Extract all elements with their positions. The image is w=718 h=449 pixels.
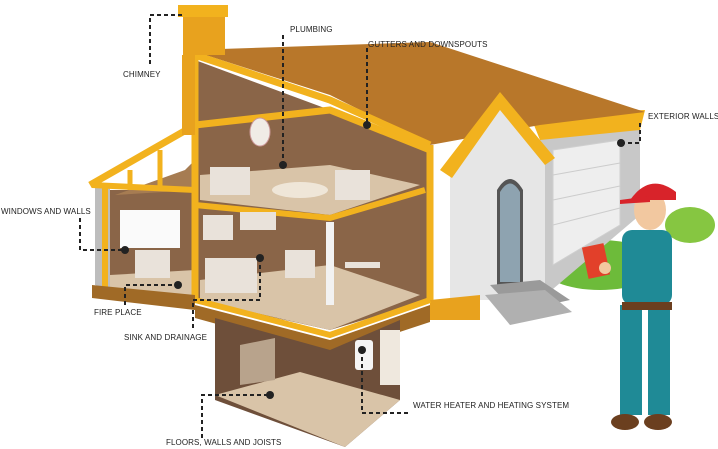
label-floors: FLOORS, WALLS AND JOISTS [166,438,282,447]
roof [190,42,645,145]
label-gutters: GUTTERS AND DOWNSPOUTS [368,40,488,49]
label-fire-place: FIRE PLACE [94,308,142,317]
label-exterior-walls: EXTERIOR WALLS [648,112,718,121]
porch [430,92,572,325]
label-plumbing: PLUMBING [290,25,333,34]
chimney [178,5,228,135]
label-windows-walls: WINDOWS AND WALLS [1,207,91,216]
leader-lines [79,14,641,438]
label-chimney: CHIMNEY [123,70,161,79]
garage [530,110,645,300]
inspector-figure [581,183,676,430]
basement [215,318,400,447]
label-sink-drainage: SINK AND DRAINAGE [124,333,208,342]
leader-dots [121,121,625,399]
furniture [120,117,380,293]
label-water-heater: WATER HEATER AND HEATING SYSTEM [413,401,570,410]
